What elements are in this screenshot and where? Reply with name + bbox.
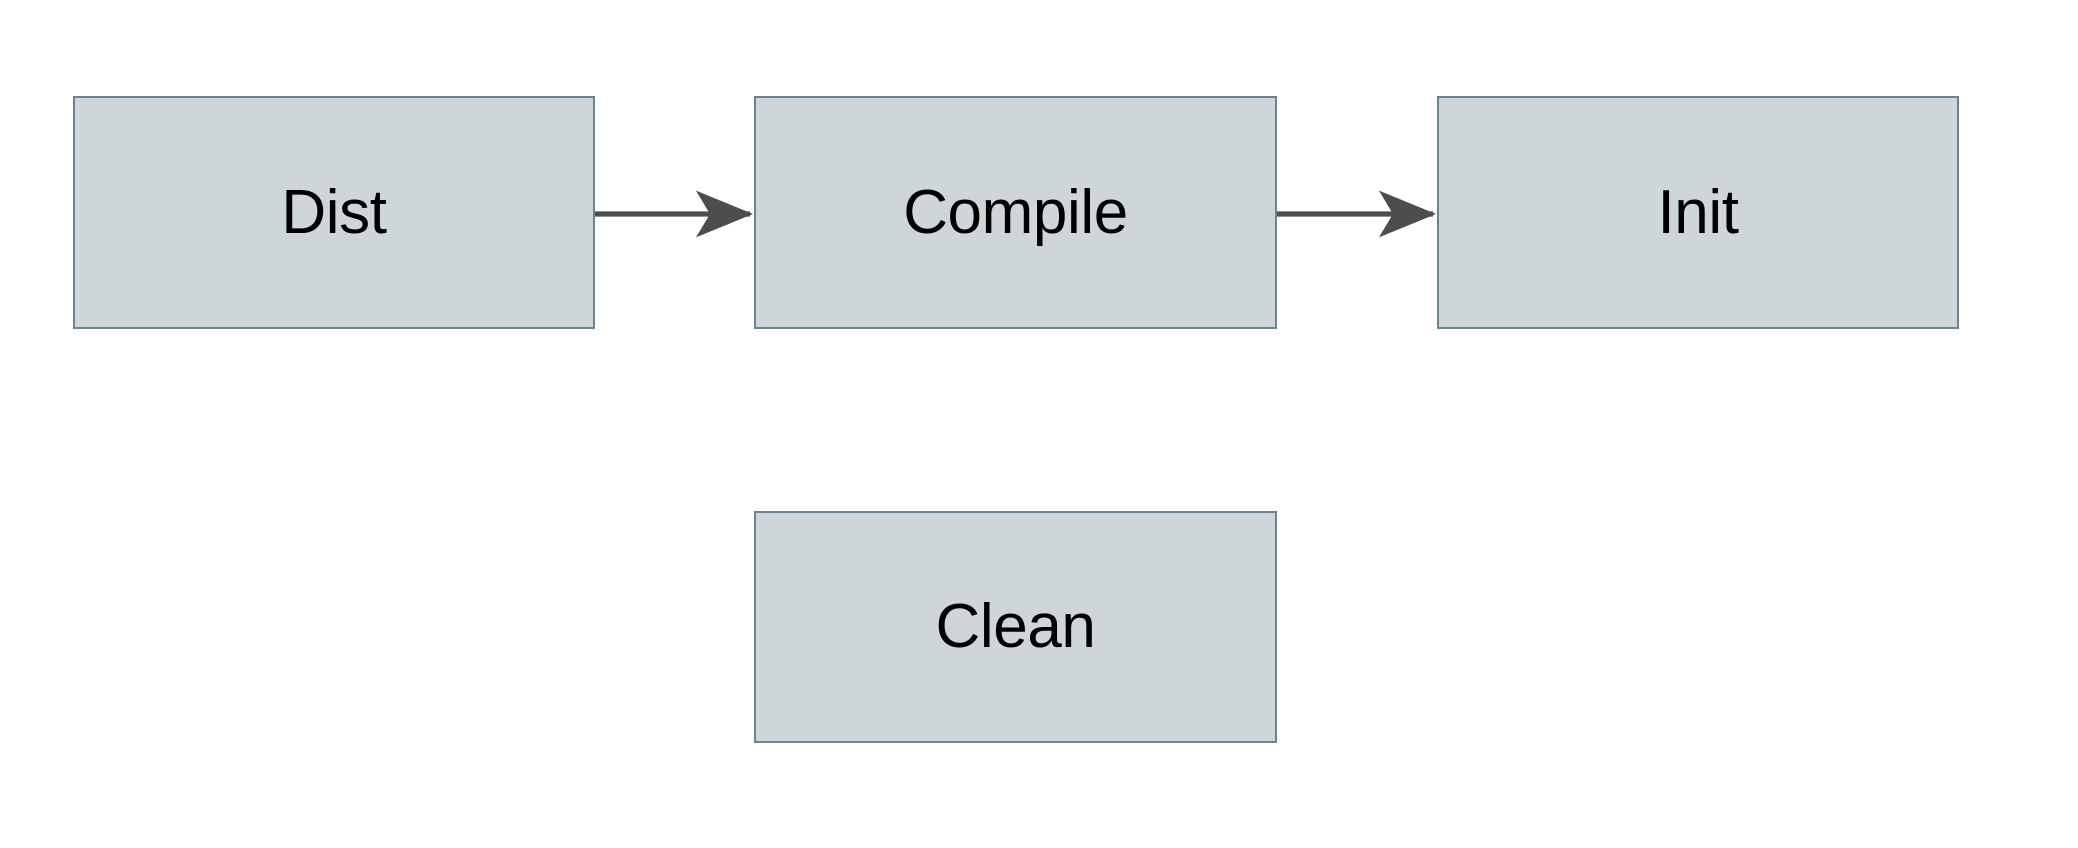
node-compile-label: Compile [903, 177, 1128, 247]
node-init[interactable]: Init [1437, 96, 1959, 329]
node-clean[interactable]: Clean [754, 511, 1277, 743]
node-compile[interactable]: Compile [754, 96, 1277, 329]
node-dist-label: Dist [281, 177, 387, 247]
edge-dist-to-compile-hitarea[interactable] [595, 197, 754, 231]
edge-compile-to-init-hitarea[interactable] [1277, 197, 1437, 231]
node-dist[interactable]: Dist [73, 96, 595, 329]
node-init-label: Init [1657, 177, 1739, 247]
node-clean-label: Clean [935, 592, 1096, 661]
